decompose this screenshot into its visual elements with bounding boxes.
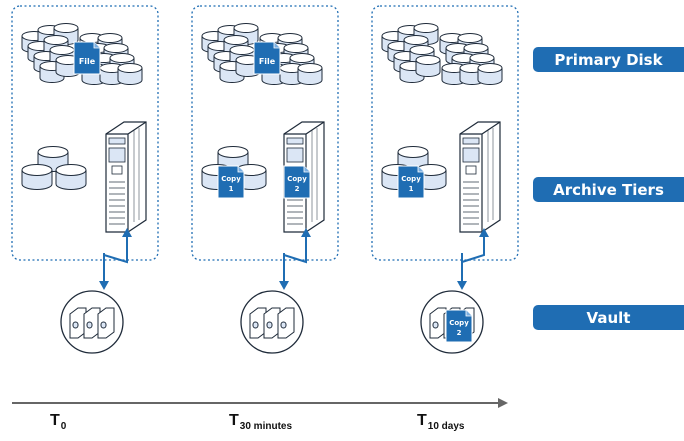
time-main: T [229, 412, 239, 429]
copy-label: Copy [449, 319, 469, 327]
copy-document-icon: Copy 2 [283, 165, 311, 199]
column-frame [11, 5, 159, 261]
copy-document-icon: Copy 1 [217, 165, 245, 199]
file-label: File [259, 57, 276, 66]
archive-server-icon [459, 121, 501, 233]
file-label: File [79, 57, 96, 66]
copy-label: Copy [287, 175, 307, 183]
tier-label-archive-tiers: Archive Tiers [533, 177, 684, 202]
copy-label: Copy [401, 175, 421, 183]
copy-label: Copy [221, 175, 241, 183]
timeline-axis [12, 402, 502, 404]
link-connector [279, 228, 311, 290]
time-sub: 0 [60, 421, 67, 432]
file-icon: File [73, 41, 101, 75]
tier-label-primary-disk: Primary Disk [533, 47, 684, 72]
link-connector [457, 228, 489, 290]
time-sub: 30 minutes [239, 421, 293, 432]
time-main: T [417, 412, 427, 429]
time-main: T [50, 412, 60, 429]
file-icon: File [253, 41, 281, 75]
copy-number: 2 [295, 185, 300, 193]
column-frame [191, 5, 339, 261]
time-sub: 10 days [427, 421, 465, 432]
vault-icon [240, 290, 304, 354]
copy-document-icon: Copy 2 [445, 309, 473, 343]
timeline-arrowhead [498, 398, 508, 408]
time-label-t10-days: T10 days [417, 412, 464, 432]
link-connector [99, 228, 132, 290]
copy-document-icon: Copy 1 [397, 165, 425, 199]
vault-icon [60, 290, 124, 354]
archive-server-icon [105, 121, 147, 233]
tier-label-vault: Vault [533, 305, 684, 330]
copy-number: 1 [229, 185, 234, 193]
column-frame [371, 5, 519, 261]
primary-disk-array-icon [382, 24, 502, 85]
copy-number: 2 [457, 329, 462, 337]
copy-number: 1 [409, 185, 414, 193]
archive-disk-group-icon [21, 146, 87, 190]
time-label-t30-minutes: T30 minutes [229, 412, 292, 432]
time-label-t0: T0 [50, 412, 66, 432]
